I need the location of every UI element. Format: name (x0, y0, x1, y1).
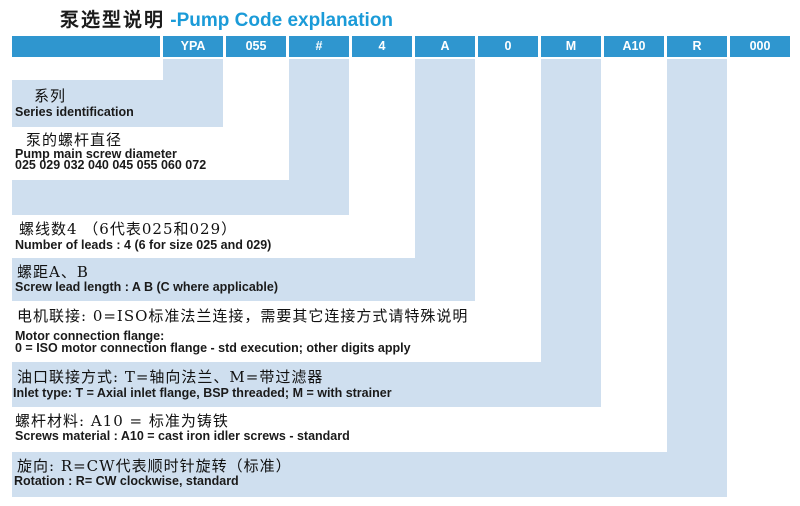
series-label-en: Series identification (15, 105, 134, 119)
lead-length-label-en: Screw lead length : A B (C where applica… (15, 280, 279, 294)
diameter-label-cn: 泵的螺杆直径 (26, 131, 123, 149)
code-cell-055: 055 (226, 36, 286, 57)
code-cell-a: A (415, 36, 475, 57)
series-label-cn: 系列 (34, 87, 67, 105)
rotation-label-en: Rotation : R= CW clockwise, standard (14, 474, 239, 488)
code-cell-r: R (667, 36, 727, 57)
diameter-size-list: 025 029 032 040 045 055 060 072 (15, 158, 207, 172)
band-rotation (12, 452, 727, 497)
band-screw-lead-length (12, 258, 475, 301)
connector-column-hash (289, 59, 349, 180)
page-title: 泵选型说明 -Pump Code explanation (60, 5, 393, 32)
connector-column-a (415, 59, 475, 258)
code-cell-m: M (541, 36, 601, 57)
connector-column-r (667, 59, 727, 452)
connector-column-ypa (163, 59, 223, 80)
screws-material-label-en: Screws material : A10 = cast iron idler … (15, 429, 350, 443)
code-cell-ypa: YPA (163, 36, 223, 57)
rotation-label-cn: 旋向: R=CW代表顺时针旋转（标准） (17, 457, 292, 475)
band-hash-placeholder (12, 180, 349, 215)
inlet-type-label-en: Inlet type: T = Axial inlet flange, BSP … (13, 386, 392, 400)
lead-length-label-cn: 螺距A、B (17, 263, 89, 281)
page-title-english: -Pump Code explanation (165, 10, 394, 31)
code-cell-000: 000 (730, 36, 790, 57)
code-cell-0: 0 (478, 36, 538, 57)
code-cell-a10: A10 (604, 36, 664, 57)
inlet-type-label-cn: 油口联接方式: T=轴向法兰、M=带过滤器 (17, 368, 324, 386)
diameter-label-en: Pump main screw diameter (15, 147, 177, 161)
screws-material-label-cn: 螺杆材料: A10 = 标准为铸铁 (15, 412, 229, 430)
page-title-chinese: 泵选型说明 (60, 9, 166, 31)
leads-label-cn: 螺线数4 （6代表025和029） (19, 220, 238, 238)
motor-flange-detail-en: 0 = ISO motor connection flange - std ex… (15, 341, 411, 355)
code-cell-4: 4 (352, 36, 412, 57)
code-cell-blank (12, 36, 160, 57)
leads-label-en: Number of leads : 4 (6 for size 025 and … (15, 238, 272, 252)
connector-column-m (541, 59, 601, 362)
band-inlet-type (12, 362, 601, 407)
band-series-identification (12, 80, 223, 127)
motor-flange-label-en: Motor connection flange: (15, 329, 165, 343)
code-cell-hash: # (289, 36, 349, 57)
motor-flange-label-cn: 电机联接: 0=ISO标准法兰连接，需要其它连接方式请特殊说明 (17, 307, 469, 325)
